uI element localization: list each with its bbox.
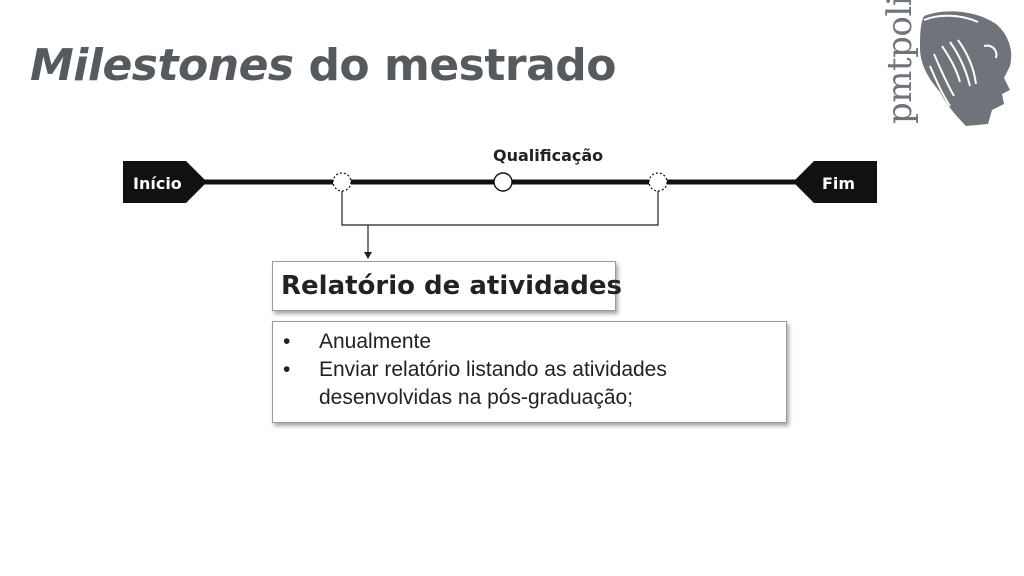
bullet-glyph: •: [283, 330, 291, 353]
bullet-text: Anualmente: [319, 330, 432, 353]
end-label: Fim: [822, 174, 855, 193]
start-marker: [123, 161, 207, 203]
bullet-text: Enviar relatório listando as atividades …: [319, 358, 667, 409]
end-marker: [793, 161, 877, 203]
milestone-circle-1: [332, 172, 352, 192]
athena-helmet-icon: [920, 11, 1012, 126]
report-details-box: • Anualmente • Enviar relatório listando a…: [272, 321, 787, 423]
page-title: Milestones do mestrado: [30, 40, 617, 91]
report-arrowhead: [364, 252, 372, 259]
start-label: Início: [133, 174, 182, 193]
list-item: • Enviar relatório listando as atividades…: [279, 356, 778, 412]
list-item: • Anualmente: [279, 328, 778, 356]
milestone-circle-qualificacao: [493, 172, 513, 192]
title-rest: do mestrado: [308, 40, 617, 91]
report-title-box: Relatório de atividades: [272, 261, 622, 311]
report-bracket: [341, 191, 659, 226]
title-italic: Milestones: [30, 40, 294, 91]
bullet-glyph: •: [283, 358, 291, 381]
milestone-circle-2: [648, 172, 668, 192]
report-bullet-list: • Anualmente • Enviar relatório listando a…: [279, 328, 778, 412]
milestone-label: Qualificação: [493, 146, 603, 165]
